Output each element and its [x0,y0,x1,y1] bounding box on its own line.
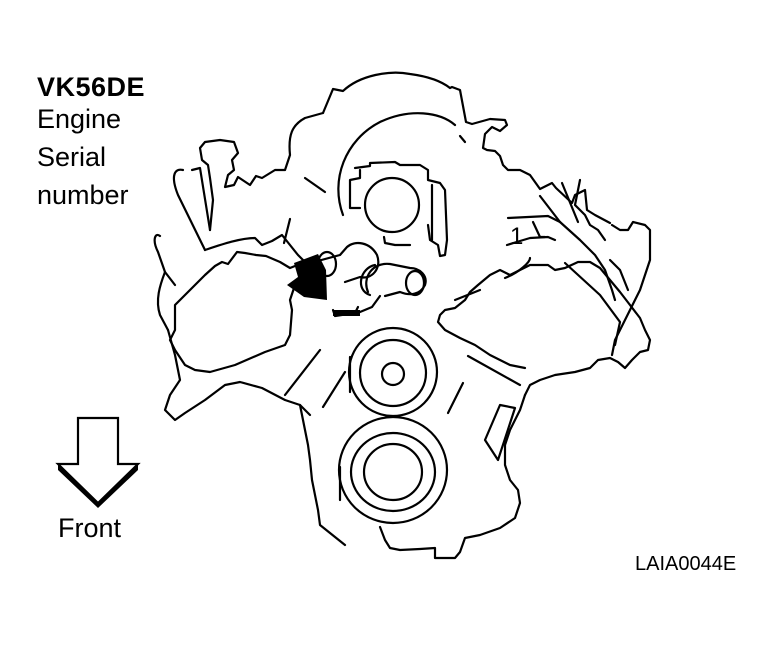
label-serial: Serial [37,142,107,172]
throttle-bore [363,176,421,234]
label-engine: Engine [37,104,122,134]
label-number: number [37,180,129,210]
figure-code: LAIA0044E [635,553,737,575]
crank-pulley-mid [349,431,437,513]
serial-number-plate [333,310,360,316]
oil-pan-outline [378,393,527,560]
callout-number: 1 [510,223,524,250]
right-bank-outline [538,194,617,302]
left-bank-outline [198,111,325,232]
engine-model-heading: VK56DE [37,72,146,102]
upper-pulley-hub [380,361,406,387]
front-direction-label: Front [58,513,122,543]
front-arrow-icon [55,416,141,505]
water-outlet [365,262,427,298]
crank-pulley-hub [362,442,424,502]
upper-pulley-outer [347,326,439,418]
left-head-outline [168,233,307,374]
center-block-left [298,403,347,547]
throttle-body-outline [353,160,449,258]
top-cover-outline [321,71,612,225]
top-cover-arc [337,112,457,217]
right-head-outline [436,260,652,397]
serial-number-marker-icon [287,254,327,300]
upper-pulley-mid [358,338,428,408]
